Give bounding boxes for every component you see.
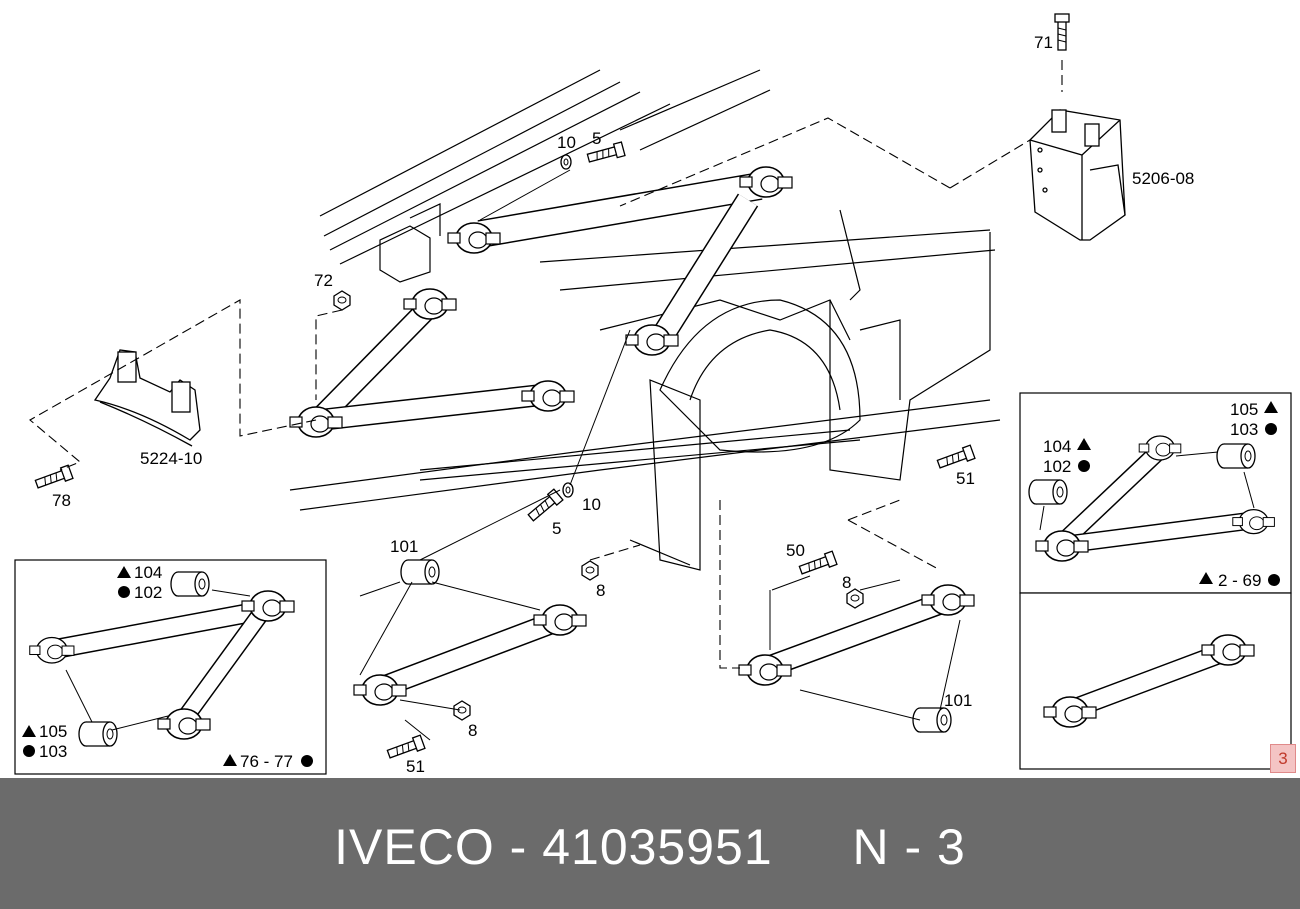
label-51-right: 51 — [956, 469, 975, 488]
inset-left-label-104: 104 — [134, 563, 162, 582]
bushing-101-center — [400, 559, 440, 585]
inset-right-upper — [1019, 392, 1292, 594]
inset-left-label-105: 105 — [39, 722, 67, 741]
left-v-rod — [289, 288, 575, 438]
label-5-lower: 5 — [552, 519, 561, 538]
label-71: 71 — [1034, 33, 1053, 52]
callout-lines — [359, 169, 961, 741]
exploded-suspension-drawing: 71 10 5 5206-08 72 5224-10 78 10 5 8 51 … — [14, 13, 1292, 776]
bolt-71 — [1054, 13, 1070, 51]
inset-right-label-104: 104 — [1043, 437, 1071, 456]
bolt-78 — [33, 464, 74, 492]
footer-caption: IVECO - 41035951 N - 3 — [0, 818, 1300, 876]
inset-right-range: 2 - 69 — [1218, 571, 1261, 590]
nut-8-center — [581, 560, 599, 581]
label-8-lower: 8 — [468, 721, 477, 740]
brand-name: IVECO — [334, 819, 495, 875]
inset-left-label-103: 103 — [39, 742, 67, 761]
leader-lines — [29, 60, 1063, 669]
label-8-right: 8 — [842, 573, 851, 592]
inset-left-label-102: 102 — [134, 583, 162, 602]
bolt-51-right — [935, 444, 976, 472]
nut-72 — [333, 290, 351, 311]
washer-10-lower — [562, 482, 574, 498]
label-10-lower: 10 — [582, 495, 601, 514]
lower-center-rod — [353, 604, 587, 706]
page-badge: 3 — [1270, 744, 1296, 773]
upper-v-rod — [447, 166, 793, 356]
bracket-5224-10 — [93, 349, 201, 447]
chassis-frame — [289, 69, 1001, 571]
lower-right-rod — [738, 584, 975, 686]
separator: - — [509, 819, 528, 875]
inset-right-label-103: 103 — [1230, 420, 1258, 439]
bolt-5-lower — [525, 488, 564, 524]
inset-left — [14, 559, 327, 775]
label-78: 78 — [52, 491, 71, 510]
label-5206-08: 5206-08 — [1132, 169, 1194, 188]
label-51-lower: 51 — [406, 757, 425, 776]
label-101-center: 101 — [390, 537, 418, 556]
bracket-5206-08 — [1029, 109, 1126, 241]
label-5-upper: 5 — [592, 129, 601, 148]
label-50: 50 — [786, 541, 805, 560]
page-indicator: N - 3 — [852, 819, 966, 875]
inset-left-range: 76 - 77 — [240, 752, 293, 771]
label-101-right: 101 — [944, 691, 972, 710]
label-5224-10: 5224-10 — [140, 449, 202, 468]
inset-right-label-105: 105 — [1230, 400, 1258, 419]
part-number: 41035951 — [542, 819, 773, 875]
label-10-upper: 10 — [557, 133, 576, 152]
inset-right-label-102: 102 — [1043, 457, 1071, 476]
footer-bar: IVECO - 41035951 N - 3 — [0, 778, 1300, 909]
inset-right-lower — [1019, 592, 1292, 770]
washer-10-upper — [560, 154, 572, 170]
nut-8-lower — [453, 700, 471, 721]
label-8-center: 8 — [596, 581, 605, 600]
label-72: 72 — [314, 271, 333, 290]
